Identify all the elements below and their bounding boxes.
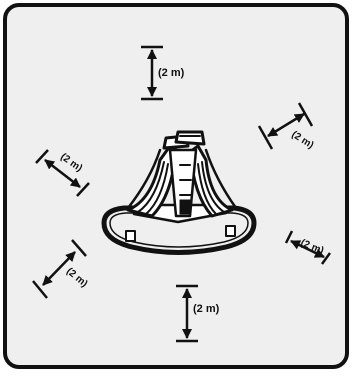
clearance-arrow-bottom: (2 m) bbox=[176, 284, 220, 343]
clearance-arrow-top: (2 m) bbox=[141, 45, 185, 101]
clearance-label: (2 m) bbox=[158, 67, 185, 79]
playground-climbing-structure-icon bbox=[101, 130, 257, 255]
clearance-label: (2 m) bbox=[193, 303, 220, 315]
